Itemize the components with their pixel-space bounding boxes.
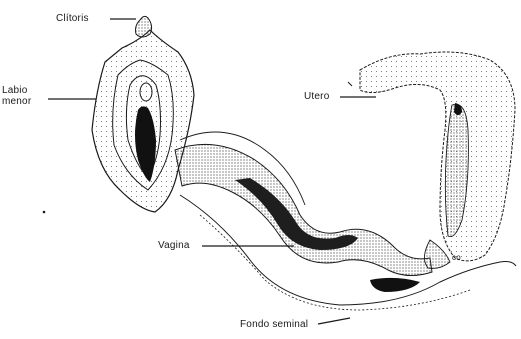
tick-mark [348,82,352,86]
leader-fondo-seminal [318,318,350,324]
label-vagina: Vagina [158,240,190,251]
label-labio-menor: Labio menor [2,85,31,107]
stray-mark [43,211,46,214]
label-utero: Utero [304,91,329,102]
vulva-drawing [92,16,194,212]
label-clitoris: Clítoris [56,13,89,24]
label-fondo-seminal: Fondo seminal [240,319,308,330]
label-cervix-abbr: co [452,252,461,263]
uterus-drawing [360,52,515,268]
